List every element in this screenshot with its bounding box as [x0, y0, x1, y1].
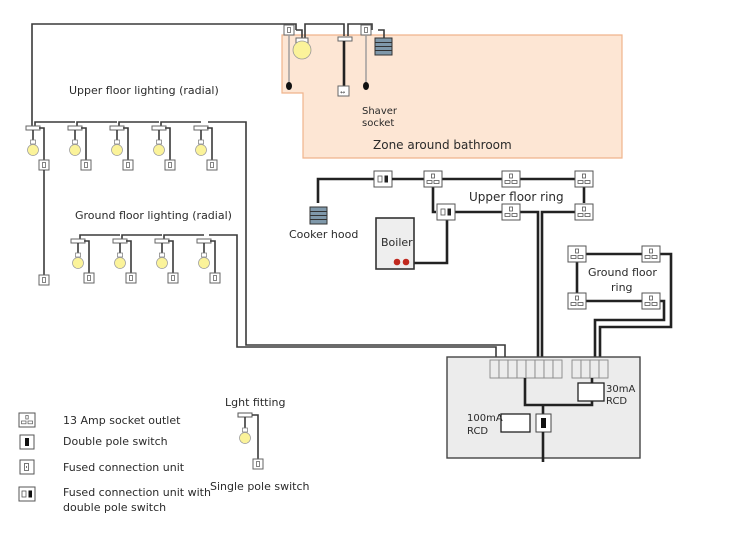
shaver-socket-feed: ↔: [337, 36, 353, 97]
ground-light-3: [154, 234, 204, 284]
upper-ring-label: Upper floor ring: [469, 190, 564, 204]
main-way-2: [498, 359, 509, 379]
ground-ring-label-2: ring: [611, 281, 633, 294]
upper-ring-socket-5: [574, 203, 594, 221]
rcd30-label-1: 30mA: [606, 384, 635, 395]
legend-fcu-double-pole-icon: [18, 486, 36, 502]
main-way-8: [552, 359, 563, 379]
rcd100-label-2: RCD: [467, 426, 488, 437]
ground-switch-3: [167, 272, 179, 284]
shaver-label-2: socket: [362, 118, 394, 129]
bathroom-extractor-fan: [374, 37, 393, 56]
main-way-1: [489, 359, 500, 379]
ground-ring-socket-3: [567, 292, 587, 310]
bathroom-zone-label: Zone around bathroom: [373, 138, 512, 152]
bathroom-pull-switch-2: [360, 24, 372, 90]
rcd-way-3: [589, 359, 600, 379]
upper-lighting-label: Upper floor lighting (radial): [69, 84, 219, 97]
main-breaker-ways: [489, 359, 563, 379]
upper-switch-5: [206, 159, 218, 171]
legend-label-fcu-dp-2: double pole switch: [63, 501, 166, 514]
upper-light-3: [109, 121, 159, 171]
ground-lighting-label: Ground floor lighting (radial): [75, 209, 232, 222]
legend-label-fcu-dp-1: Fused connection unit with: [63, 486, 211, 499]
cooker-hood: [309, 206, 328, 225]
upper-light-4: [151, 121, 201, 171]
rcd-100ma: [500, 413, 531, 433]
ground-ring-label-1: Ground floor: [588, 266, 657, 279]
upper-light-1: [25, 121, 75, 171]
rcd-breaker-ways: [571, 359, 609, 379]
ground-ring-socket-1: [567, 245, 587, 263]
rcd-way-2: [580, 359, 591, 379]
main-way-6: [534, 359, 545, 379]
cooker-hood-label: Cooker hood: [289, 228, 358, 241]
upper-switch-1: [38, 159, 50, 171]
upper-switch-2: [80, 159, 92, 171]
bathroom-pull-switch-1: [283, 24, 295, 90]
legend-light-fitting-icon: [237, 412, 259, 459]
legend-fused-connection-unit-icon: [19, 459, 35, 475]
rcd-way-1: [571, 359, 582, 379]
upper-stair-switch: [38, 274, 50, 286]
legend: 13 Amp socket outlet Double pole switch …: [18, 396, 309, 514]
legend-single-pole-switch-icon: [252, 458, 264, 470]
upper-switch-3: [122, 159, 134, 171]
bathroom-light: [292, 37, 312, 60]
legend-label-socket: 13 Amp socket outlet: [63, 414, 181, 427]
rcd100-label-1: 100mA: [467, 413, 503, 424]
upper-ring-socket-3: [574, 170, 594, 188]
ground-switch-1: [83, 272, 95, 284]
ground-light-1: [70, 234, 120, 284]
legend-light-fitting-label: Lght fitting: [225, 396, 285, 409]
shaver-label-1: Shaver: [362, 106, 398, 117]
legend-label-fcu: Fused connection unit: [63, 461, 185, 474]
main-way-3: [507, 359, 518, 379]
ground-switch-4: [209, 272, 221, 284]
upper-floor-lights: [25, 121, 218, 171]
ground-ring-socket-4: [641, 292, 661, 310]
legend-label-dp-switch: Double pole switch: [63, 435, 168, 448]
main-way-5: [525, 359, 536, 379]
upper-light-2: [67, 121, 117, 171]
ground-floor-lights: [70, 234, 221, 284]
svg-text:↔: ↔: [340, 89, 345, 96]
rcd-way-4: [598, 359, 609, 379]
bathroom-zone: [281, 34, 623, 159]
upper-ring-socket-4: [501, 203, 521, 221]
upper-ring-socket-1: [423, 170, 443, 188]
rcd-30ma: [577, 382, 605, 402]
legend-double-pole-switch-icon: [19, 434, 35, 450]
ground-light-4: [196, 238, 221, 284]
ground-ring-socket-2: [641, 245, 661, 263]
cooker-hood-fcu: [373, 170, 393, 188]
legend-socket-outlet-icon: [18, 412, 36, 428]
boiler-label: Boiler: [381, 236, 413, 249]
main-way-7: [543, 359, 554, 379]
main-way-4: [516, 359, 527, 379]
upper-ring-socket-2: [501, 170, 521, 188]
rcd30-label-2: RCD: [606, 396, 627, 407]
legend-single-pole-label: Single pole switch: [210, 480, 309, 493]
ground-light-2: [112, 234, 162, 284]
ground-switch-2: [125, 272, 137, 284]
boiler: [375, 217, 415, 270]
upper-switch-4: [164, 159, 176, 171]
boiler-fcu: [436, 203, 456, 221]
upper-light-5: [193, 125, 218, 171]
